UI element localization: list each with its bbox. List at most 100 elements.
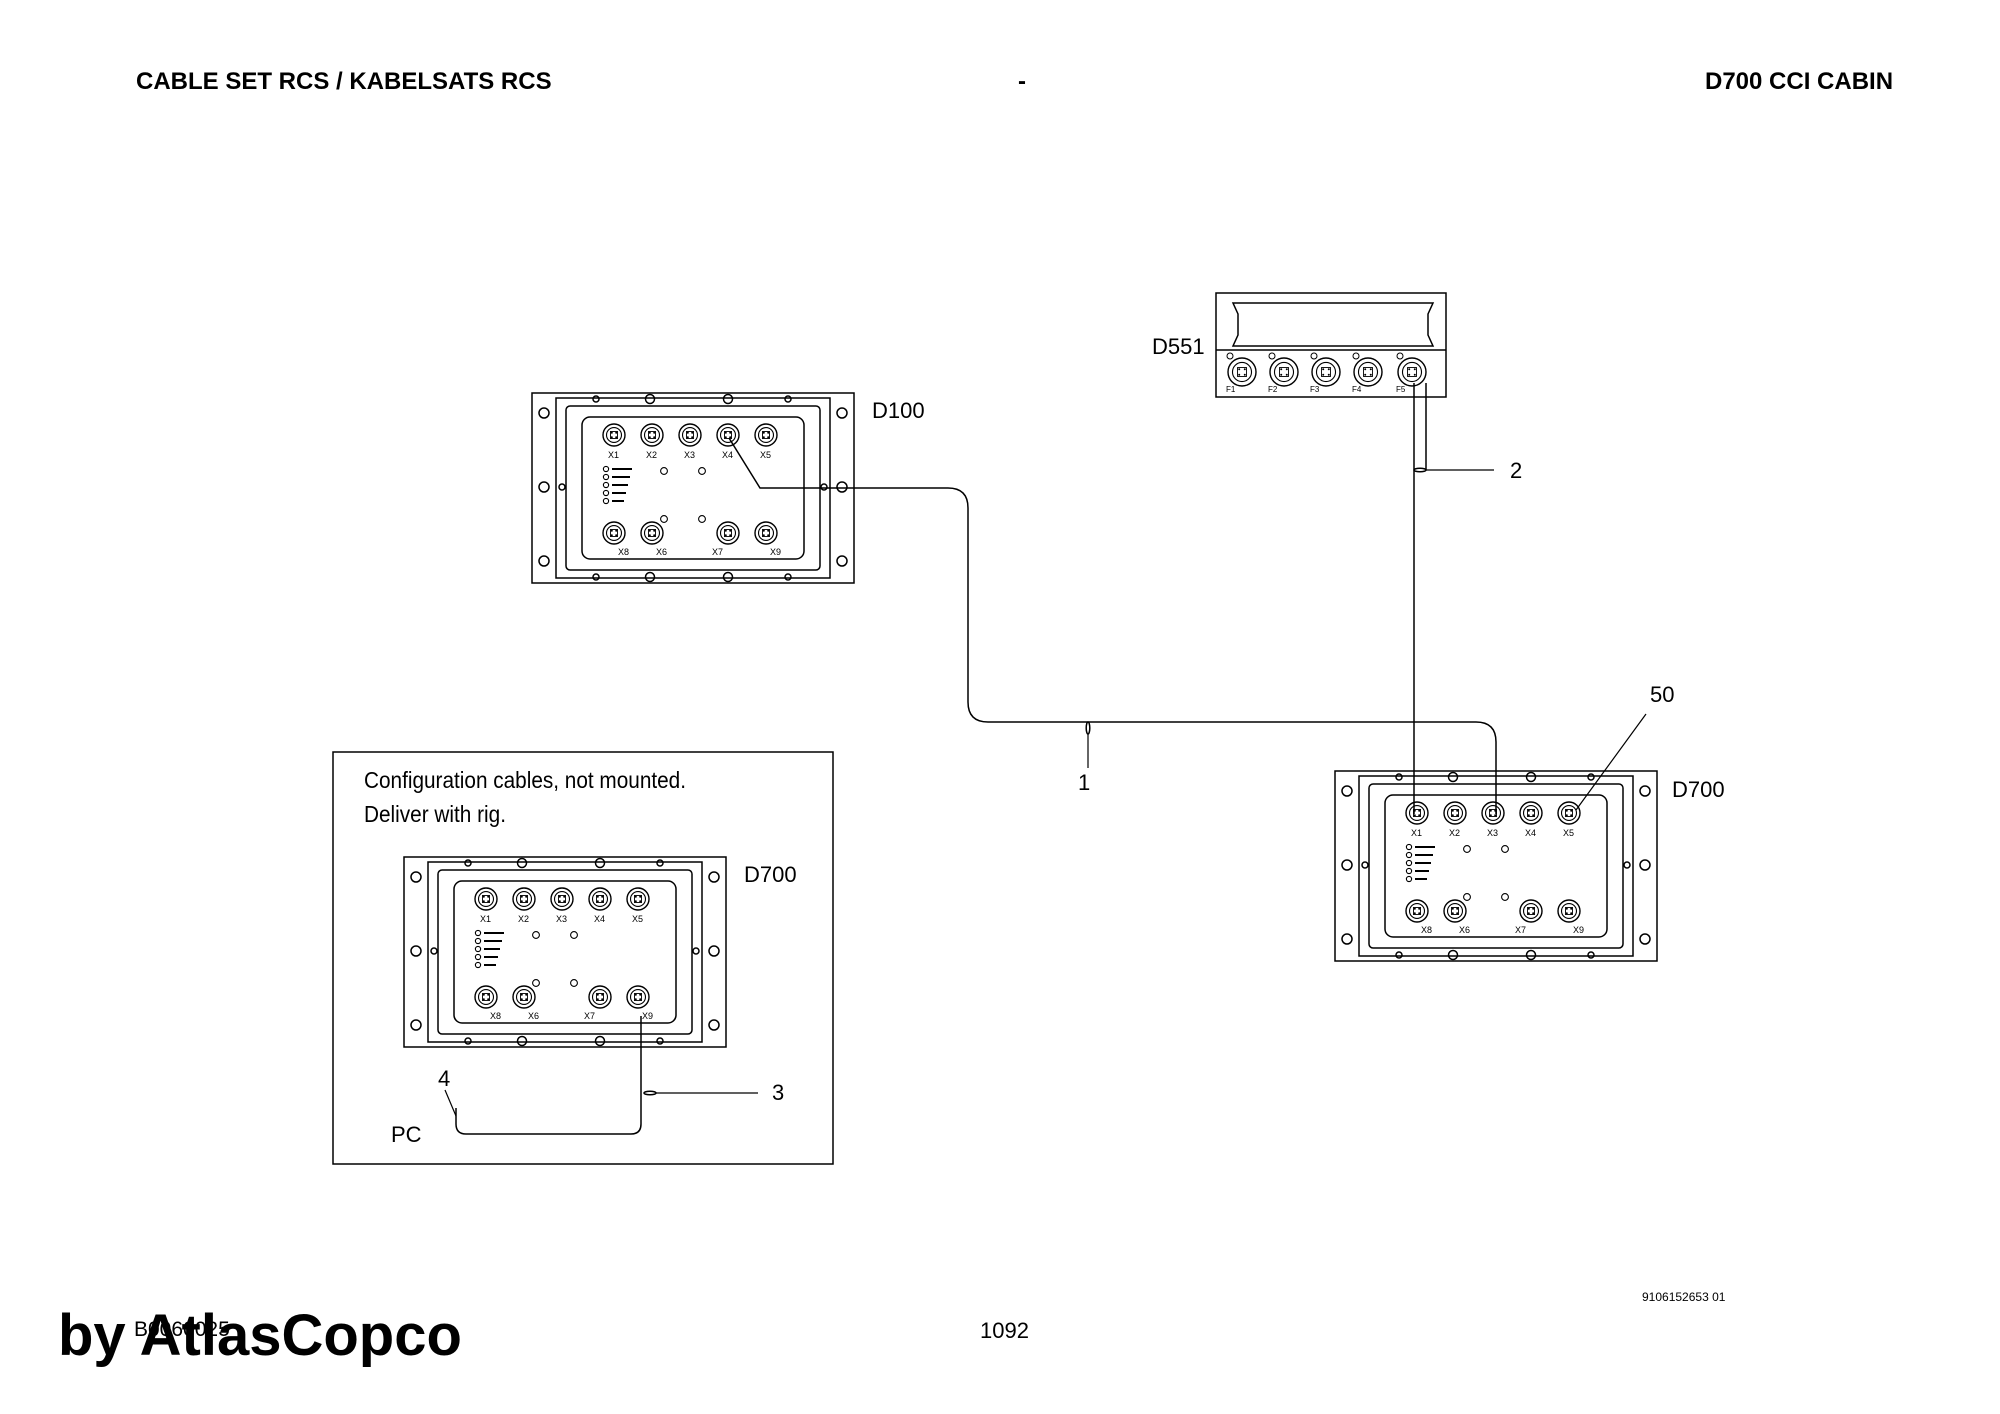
mount-hole	[836, 555, 848, 567]
mount-hole	[410, 871, 422, 883]
screw	[558, 483, 566, 491]
screw	[1395, 773, 1403, 781]
screw	[1587, 773, 1595, 781]
device-d551	[1215, 292, 1447, 398]
port-label: X7	[584, 1011, 595, 1021]
port-label: X8	[1421, 925, 1432, 935]
indicator-hole	[698, 467, 706, 475]
port-f5	[1397, 357, 1427, 387]
d700-main-label: D700	[1672, 777, 1725, 802]
port-x8	[474, 985, 498, 1009]
status-led	[602, 489, 610, 497]
indicator-hole	[660, 515, 668, 523]
status-led	[474, 961, 482, 969]
mount-hole	[1639, 933, 1651, 945]
mount-hole	[1525, 771, 1537, 783]
mount-hole	[538, 555, 550, 567]
mount-hole	[722, 393, 734, 405]
mount-hole	[1447, 771, 1459, 783]
config-box-frame	[332, 751, 834, 1165]
screw	[1361, 861, 1369, 869]
port-label: X2	[1449, 828, 1460, 838]
screw	[692, 947, 700, 955]
port-x1	[1405, 801, 1429, 825]
status-led	[1405, 851, 1413, 859]
mount-hole	[410, 1019, 422, 1031]
indicator-hole	[570, 979, 578, 987]
mount-hole	[538, 481, 550, 493]
port-x2	[512, 887, 536, 911]
header-right-title: D700 CCI CABIN	[1705, 68, 1894, 95]
port-x6	[1443, 899, 1467, 923]
port-x7	[1519, 899, 1543, 923]
port-label: X7	[712, 547, 723, 557]
status-led	[602, 465, 610, 473]
status-led	[1405, 875, 1413, 883]
port-x6	[512, 985, 536, 1009]
port-x4	[716, 423, 740, 447]
port-f4	[1353, 357, 1383, 387]
port-x6	[640, 521, 664, 545]
callout-4: 4	[438, 1066, 450, 1091]
screw	[1623, 861, 1631, 869]
indicator-hole	[1463, 845, 1471, 853]
indicator-hole	[1463, 893, 1471, 901]
mount-hole	[594, 1035, 606, 1047]
status-led	[474, 945, 482, 953]
mount-hole	[1447, 949, 1459, 961]
port-x9	[754, 521, 778, 545]
leader-4	[444, 1089, 457, 1117]
screw	[592, 395, 600, 403]
port-x3	[550, 887, 574, 911]
port-x8	[602, 521, 626, 545]
screw	[464, 1037, 472, 1045]
port-label: X7	[1515, 925, 1526, 935]
screw	[1587, 951, 1595, 959]
screw	[820, 483, 828, 491]
port-label: X6	[1459, 925, 1470, 935]
cable-1	[728, 437, 1497, 814]
header-left-title: CABLE SET RCS / KABELSATS RCS	[136, 68, 552, 95]
port-label: X6	[656, 547, 667, 557]
port-x2	[640, 423, 664, 447]
mount-hole	[1341, 859, 1353, 871]
port-f1	[1227, 357, 1257, 387]
status-led	[474, 937, 482, 945]
mount-hole	[516, 857, 528, 869]
mount-hole	[644, 571, 656, 583]
port-label: F2	[1268, 385, 1278, 394]
status-led	[602, 481, 610, 489]
port-label: X8	[618, 547, 629, 557]
indicator-hole	[1501, 845, 1509, 853]
status-led	[1405, 843, 1413, 851]
port-label: X1	[1411, 828, 1422, 838]
port-label: X6	[528, 1011, 539, 1021]
status-led	[1405, 859, 1413, 867]
port-x4	[1519, 801, 1543, 825]
port-label: F1	[1226, 385, 1236, 394]
screw	[464, 859, 472, 867]
mount-hole	[1639, 859, 1651, 871]
port-label: X5	[632, 914, 643, 924]
mount-hole	[708, 1019, 720, 1031]
indicator-hole	[570, 931, 578, 939]
port-x5	[626, 887, 650, 911]
d700-config-label: D700	[744, 862, 797, 887]
screw	[656, 859, 664, 867]
port-x7	[588, 985, 612, 1009]
port-label: X3	[1487, 828, 1498, 838]
port-x8	[1405, 899, 1429, 923]
port-f2	[1269, 357, 1299, 387]
port-x1	[474, 887, 498, 911]
d551-label: D551	[1152, 334, 1205, 359]
leader-50	[1575, 713, 1647, 811]
mount-hole	[538, 407, 550, 419]
mount-hole	[1341, 785, 1353, 797]
indicator-hole	[1501, 893, 1509, 901]
d100-label: D100	[872, 398, 925, 423]
cable-2	[1413, 383, 1427, 814]
port-label: X4	[594, 914, 605, 924]
indicator-hole	[660, 467, 668, 475]
indicator-hole	[532, 931, 540, 939]
